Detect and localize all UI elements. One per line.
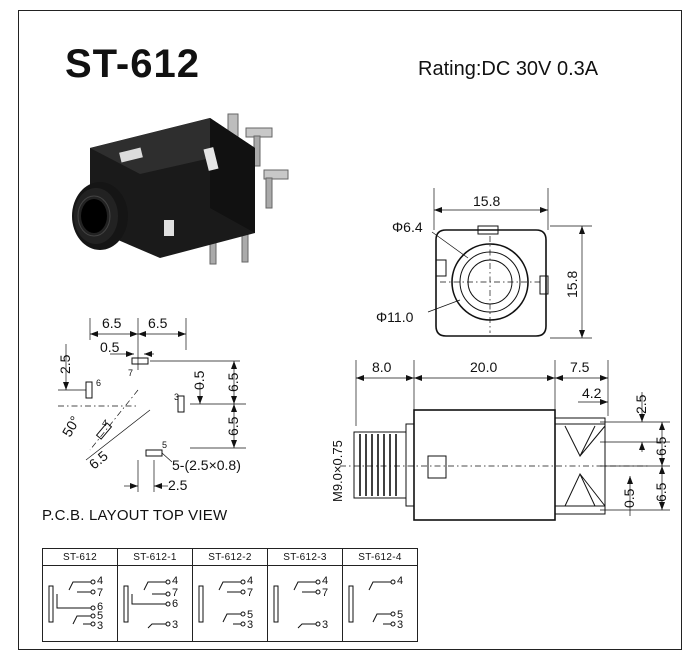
pcb-pin-4: 4 <box>102 418 107 428</box>
pcb-left-label: 2.5 <box>57 354 73 374</box>
front-inner-dia-label: Φ6.4 <box>392 219 423 235</box>
pcb-layout-drawing: 6.5 6.5 0.5 7 2.5 6 3 0.5 6.5 6.5 4 50° … <box>57 315 246 493</box>
front-outer-dia-label: Φ11.0 <box>376 309 414 325</box>
svg-text:7: 7 <box>97 587 103 599</box>
pcb-pin-6: 6 <box>96 378 101 388</box>
front-height-label: 15.8 <box>564 271 580 298</box>
svg-text:4: 4 <box>397 575 403 587</box>
svg-text:3: 3 <box>247 619 253 631</box>
pcb-small-label: 0.5 <box>100 339 120 355</box>
pcb-pin-3: 3 <box>174 392 179 402</box>
svg-text:3: 3 <box>397 619 403 631</box>
variant-schematic: 4 5 3 <box>342 565 418 642</box>
rating-text: Rating:DC 30V 0.3A <box>418 58 599 80</box>
side-v1-label: 2.5 <box>633 394 649 414</box>
side-view-drawing: 8.0 20.0 7.5 4.2 M9.0×0.75 2.5 6.5 6.5 0… <box>330 359 670 521</box>
pcb-pin-5: 5 <box>162 440 167 450</box>
product-photo <box>72 113 289 265</box>
pcb-bottom-label: 2.5 <box>168 477 188 493</box>
svg-text:4: 4 <box>172 575 178 587</box>
variant-schematic: 4 7 6 3 <box>117 565 193 642</box>
side-v2-label: 6.5 <box>653 436 669 456</box>
svg-text:7: 7 <box>247 587 253 599</box>
svg-text:5: 5 <box>97 610 103 622</box>
svg-text:4: 4 <box>322 575 328 587</box>
side-small-length-label: 4.2 <box>582 385 602 401</box>
svg-text:3: 3 <box>172 619 178 631</box>
svg-text:7: 7 <box>172 587 178 599</box>
variants-header-row: ST-612 ST-612-1 ST-612-2 ST-612-3 ST-612… <box>42 548 418 566</box>
pcb-angle-label: 50° <box>59 413 83 439</box>
svg-text:4: 4 <box>247 575 253 587</box>
front-width-label: 15.8 <box>473 193 500 209</box>
svg-text:3: 3 <box>97 620 103 632</box>
variant-header: ST-612-2 <box>192 548 268 566</box>
variants-schematic-row: 4 7 6 5 3 4 7 6 3 4 <box>42 565 418 642</box>
datasheet-frame <box>18 10 682 650</box>
model-title: ST-612 <box>65 42 200 86</box>
side-v4-label: 0.5 <box>621 488 637 508</box>
variant-schematic: 4 7 6 5 3 <box>42 565 118 642</box>
svg-text:4: 4 <box>97 575 103 587</box>
side-right-length-label: 7.5 <box>570 359 590 375</box>
svg-text:6: 6 <box>172 598 178 610</box>
thread-pattern <box>359 434 397 496</box>
side-left-length-label: 8.0 <box>372 359 392 375</box>
pcb-right-c-label: 6.5 <box>225 416 241 436</box>
svg-text:5: 5 <box>397 609 403 621</box>
pcb-holes-label: 5-(2.5×0.8) <box>172 457 241 473</box>
svg-text:7: 7 <box>322 587 328 599</box>
pcb-right-b-label: 6.5 <box>225 372 241 392</box>
variant-header: ST-612 <box>42 548 118 566</box>
svg-text:6: 6 <box>97 601 103 613</box>
variant-header: ST-612-3 <box>267 548 343 566</box>
variant-header: ST-612-1 <box>117 548 193 566</box>
side-body-length-label: 20.0 <box>470 359 497 375</box>
pcb-top-a-label: 6.5 <box>102 315 122 331</box>
pcb-right-a-label: 0.5 <box>191 370 207 390</box>
svg-text:5: 5 <box>247 609 253 621</box>
front-view-drawing: 15.8 15.8 Φ6.4 Φ11.0 <box>376 188 592 339</box>
pcb-caption: P.C.B. LAYOUT TOP VIEW <box>42 507 228 524</box>
variant-header: ST-612-4 <box>342 548 418 566</box>
pcb-diag-label: 6.5 <box>86 447 111 472</box>
side-terminals <box>554 417 606 515</box>
side-thread-label: M9.0×0.75 <box>330 440 345 502</box>
variant-schematic: 4 7 5 3 <box>192 565 268 642</box>
side-v3-label: 6.5 <box>653 482 669 502</box>
svg-text:3: 3 <box>322 619 328 631</box>
pcb-top-b-label: 6.5 <box>148 315 168 331</box>
variant-schematic: 4 7 3 <box>267 565 343 642</box>
variants-table: ST-612 ST-612-1 ST-612-2 ST-612-3 ST-612… <box>42 548 418 642</box>
pcb-pin-7: 7 <box>128 368 133 378</box>
